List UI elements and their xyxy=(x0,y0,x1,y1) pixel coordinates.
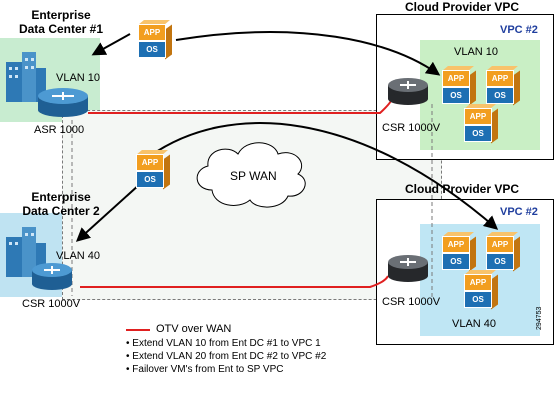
vpc2-tag: VPC #2 xyxy=(500,206,538,218)
legend-item: • Extend VLAN 20 from Ent DC #2 to VPC #… xyxy=(126,351,327,362)
app-label: APP xyxy=(136,154,164,171)
dc1-vlan-label: VLAN 10 xyxy=(56,72,101,84)
dc1-buildings-icon xyxy=(6,52,46,102)
dc2-buildings-icon xyxy=(6,227,46,277)
os-label: OS xyxy=(442,253,470,270)
app-label: APP xyxy=(486,70,514,87)
vm-transit-top: APP OS xyxy=(138,20,174,60)
os-label: OS xyxy=(486,87,514,104)
vpc2-vlan-label: VLAN 40 xyxy=(452,318,497,330)
os-label: OS xyxy=(464,291,492,308)
app-label: APP xyxy=(464,108,492,125)
dc1-title: Enterprise Data Center #1 xyxy=(18,8,104,36)
figure-id: 294753 xyxy=(536,306,543,330)
dc2-vlan-label: VLAN 40 xyxy=(56,250,101,262)
legend-otv-label: OTV over WAN xyxy=(156,323,232,335)
os-label: OS xyxy=(442,87,470,104)
arrow-wan-to-dc2 xyxy=(75,183,141,242)
legend-item: • Extend VLAN 10 from Ent DC #1 to VPC 1 xyxy=(126,338,321,349)
os-label: OS xyxy=(486,253,514,270)
vpc1-csr-router-icon xyxy=(388,78,428,105)
vm-vpc1-a: APP OS xyxy=(442,66,478,106)
arrow-app-to-dc1 xyxy=(91,33,131,56)
vpc1-router-label: CSR 1000V xyxy=(382,122,441,134)
app-label: APP xyxy=(138,24,166,41)
vm-vpc1-c: APP OS xyxy=(464,104,500,144)
sp-wan-label: SP WAN xyxy=(230,169,277,183)
os-label: OS xyxy=(138,41,166,58)
app-label: APP xyxy=(486,236,514,253)
otv-link-top xyxy=(88,97,393,114)
os-label: OS xyxy=(136,171,164,188)
vpc2-csr-router-icon xyxy=(388,255,428,282)
os-label: OS xyxy=(464,125,492,142)
vpc1-vlan-label: VLAN 10 xyxy=(454,46,499,58)
otv-link-bottom xyxy=(80,275,389,288)
vpc2-title: Cloud Provider VPC xyxy=(405,182,520,196)
vpc1-title: Cloud Provider VPC xyxy=(405,0,520,14)
vm-transit-wan: APP OS xyxy=(136,150,172,190)
dc2-title: Enterprise Data Center 2 xyxy=(22,190,100,218)
arrow-dc1-to-vpc1 xyxy=(175,31,441,76)
dc1-router-label: ASR 1000 xyxy=(34,124,85,136)
app-label: APP xyxy=(442,236,470,253)
dc2-router-label: CSR 1000V xyxy=(22,298,81,310)
arrow-wan-to-vpc2 xyxy=(149,122,499,230)
vm-vpc2-b: APP OS xyxy=(486,232,522,272)
legend-item: • Failover VM's from Ent to SP VPC xyxy=(126,364,284,375)
app-label: APP xyxy=(464,274,492,291)
vm-vpc2-a: APP OS xyxy=(442,232,478,272)
vpc2-router-label: CSR 1000V xyxy=(382,296,441,308)
legend-list: • Extend VLAN 10 from Ent DC #1 to VPC 1… xyxy=(126,337,326,376)
vpc1-tag: VPC #2 xyxy=(500,24,538,36)
sp-wan-cloud xyxy=(196,142,306,208)
vm-vpc2-c: APP OS xyxy=(464,270,500,310)
vm-vpc1-b: APP OS xyxy=(486,66,522,106)
dc2-csr-router-icon xyxy=(32,263,72,290)
asr1000-router-icon xyxy=(38,88,88,117)
app-label: APP xyxy=(442,70,470,87)
